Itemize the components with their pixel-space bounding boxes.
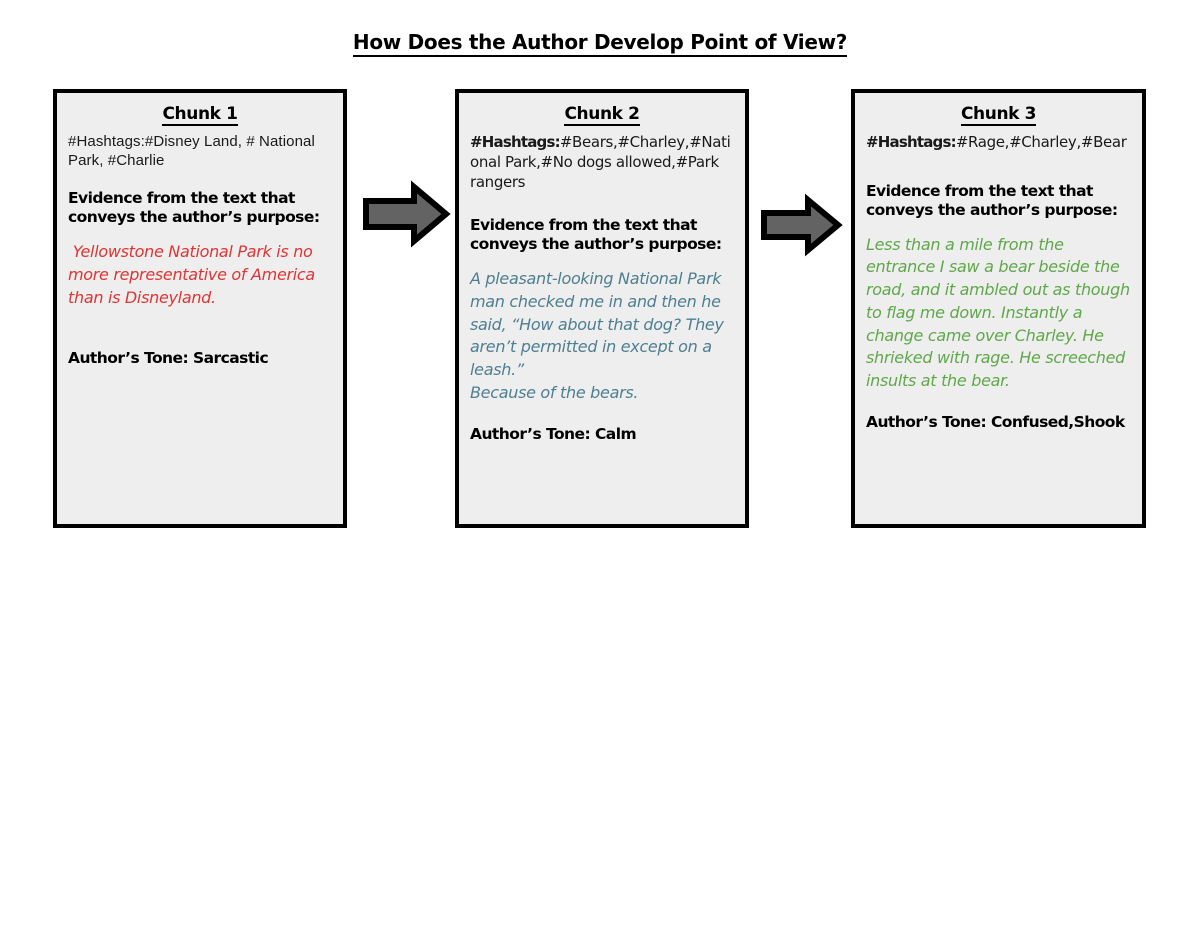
chunk-1-hashtags-text: #Hashtags:#Disney Land, # National Park,… (68, 132, 315, 170)
chunk-3-hashtags-label: #Hashtags: (866, 132, 957, 151)
arrow-chunk2-to-chunk3-icon (761, 193, 843, 257)
chunk-2-hashtags-value: #Bears,#Charley,#National Park,#No dogs … (470, 132, 731, 192)
chunk-card-1: Chunk 1 #Hashtags:#Disney Land, # Nation… (53, 89, 347, 528)
chunk-1-heading-text: Chunk 1 (162, 104, 238, 126)
spacer (68, 309, 332, 335)
chunk-2-author-tone: Author’s Tone: Calm (470, 424, 637, 443)
chunk-3-author-tone: Author’s Tone: Confused,Shook (866, 412, 1125, 431)
chunk-1-hashtags: #Hashtags:#Disney Land, # National Park,… (68, 132, 332, 172)
chunk-3-heading: Chunk 3 (866, 104, 1131, 126)
spacer (470, 405, 734, 425)
chunk-3-hashtags: #Hashtags:#Rage,#Charley,#Bear (866, 132, 1131, 152)
spacer (866, 393, 1131, 413)
arrow-chunk1-to-chunk2-icon (363, 180, 451, 248)
chunk-1-heading: Chunk 1 (68, 104, 332, 126)
chunk-2-hashtags-label: #Hashtags: (470, 132, 561, 151)
chunk-1-evidence-heading: Evidence from the text that conveys the … (68, 189, 320, 227)
spacer (68, 335, 332, 349)
chunk-1-evidence-quote: Yellowstone National Park is no more rep… (68, 242, 320, 307)
chunk-2-evidence-quote: A pleasant-looking National Park man che… (470, 269, 724, 402)
chunk-3-evidence-quote: Less than a mile from the entrance I saw… (866, 234, 1135, 391)
chunk-2-heading: Chunk 2 (470, 104, 734, 126)
chunk-1-author-tone: Author’s Tone: Sarcastic (68, 349, 269, 368)
page-title: How Does the Author Develop Point of Vie… (0, 30, 1200, 57)
chunk-2-heading-text: Chunk 2 (564, 104, 640, 126)
chunk-3-hashtags-value: #Rage,#Charley,#Bear (955, 132, 1127, 151)
chunk-card-2: Chunk 2 #Hashtags:#Bears,#Charley,#Natio… (455, 89, 749, 528)
spacer (866, 156, 1131, 182)
chunk-card-3: Chunk 3 #Hashtags:#Rage,#Charley,#Bear E… (851, 89, 1146, 528)
spacer (68, 175, 332, 189)
spacer (68, 227, 332, 241)
chunk-2-evidence-heading: Evidence from the text that conveys the … (470, 216, 722, 254)
chunk-3-evidence-heading: Evidence from the text that conveys the … (866, 181, 1118, 219)
page-title-text: How Does the Author Develop Point of Vie… (352, 30, 847, 57)
chunk-3-heading-text: Chunk 3 (960, 104, 1037, 126)
spacer (470, 254, 734, 268)
chunk-2-hashtags: #Hashtags:#Bears,#Charley,#National Park… (470, 132, 734, 193)
spacer (470, 196, 734, 216)
spacer (866, 220, 1131, 234)
